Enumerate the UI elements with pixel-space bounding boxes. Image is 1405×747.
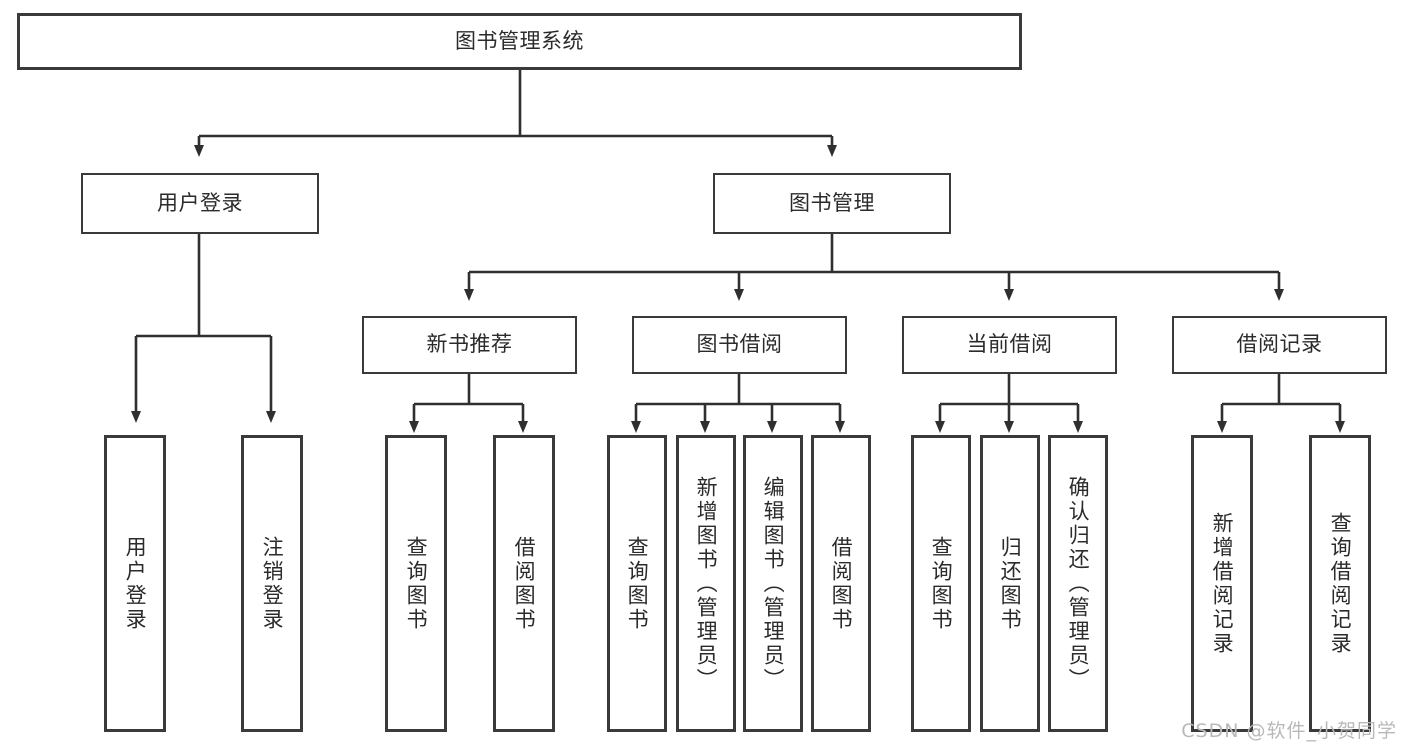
node-user-login[interactable]: 用户登录 <box>81 173 319 234</box>
node-label: 编辑图书（管理员） <box>761 475 786 692</box>
node-label: 查询图书 <box>404 535 429 632</box>
leaf-borrow-book-recommend[interactable]: 借阅图书 <box>493 435 555 732</box>
node-root-system[interactable]: 图书管理系统 <box>17 13 1022 70</box>
leaf-user-login[interactable]: 用户登录 <box>104 435 166 732</box>
node-label: 新增借阅记录 <box>1210 511 1235 656</box>
node-label: 查询图书 <box>625 535 650 632</box>
node-label: 图书管理系统 <box>455 28 584 53</box>
node-book-borrow[interactable]: 图书借阅 <box>632 316 847 374</box>
node-label: 当前借阅 <box>966 332 1053 357</box>
leaf-confirm-return-admin[interactable]: 确认归还（管理员） <box>1048 435 1108 732</box>
node-label: 新增图书（管理员） <box>694 475 719 692</box>
node-label: 借阅记录 <box>1236 332 1323 357</box>
leaf-return-book[interactable]: 归还图书 <box>980 435 1040 732</box>
node-label: 注销登录 <box>260 535 285 632</box>
node-current-borrow[interactable]: 当前借阅 <box>902 316 1117 374</box>
node-label: 新书推荐 <box>426 332 513 357</box>
leaf-logout[interactable]: 注销登录 <box>241 435 303 732</box>
node-label: 归还图书 <box>998 535 1023 632</box>
node-borrow-record[interactable]: 借阅记录 <box>1172 316 1387 374</box>
node-label: 查询借阅记录 <box>1328 511 1353 656</box>
leaf-query-book-recommend[interactable]: 查询图书 <box>385 435 447 732</box>
leaf-borrow-book[interactable]: 借阅图书 <box>811 435 871 732</box>
node-label: 确认归还（管理员） <box>1066 475 1091 692</box>
node-label: 用户登录 <box>157 190 243 215</box>
leaf-query-book-current[interactable]: 查询图书 <box>911 435 971 732</box>
node-label: 图书借阅 <box>696 332 783 357</box>
watermark-text: CSDN @软件_小贺同学 <box>1181 720 1397 742</box>
node-label: 图书管理 <box>789 190 875 215</box>
leaf-query-book-borrow[interactable]: 查询图书 <box>607 435 667 732</box>
node-label: 借阅图书 <box>512 535 537 632</box>
node-label: 用户登录 <box>123 535 148 632</box>
node-label: 借阅图书 <box>829 535 854 632</box>
node-new-book-recommend[interactable]: 新书推荐 <box>362 316 577 374</box>
leaf-edit-book-admin[interactable]: 编辑图书（管理员） <box>743 435 803 732</box>
node-label: 查询图书 <box>929 535 954 632</box>
leaf-add-book-admin[interactable]: 新增图书（管理员） <box>676 435 736 732</box>
leaf-add-borrow-record[interactable]: 新增借阅记录 <box>1191 435 1253 732</box>
node-book-management[interactable]: 图书管理 <box>713 173 951 234</box>
leaf-query-borrow-record[interactable]: 查询借阅记录 <box>1309 435 1371 732</box>
